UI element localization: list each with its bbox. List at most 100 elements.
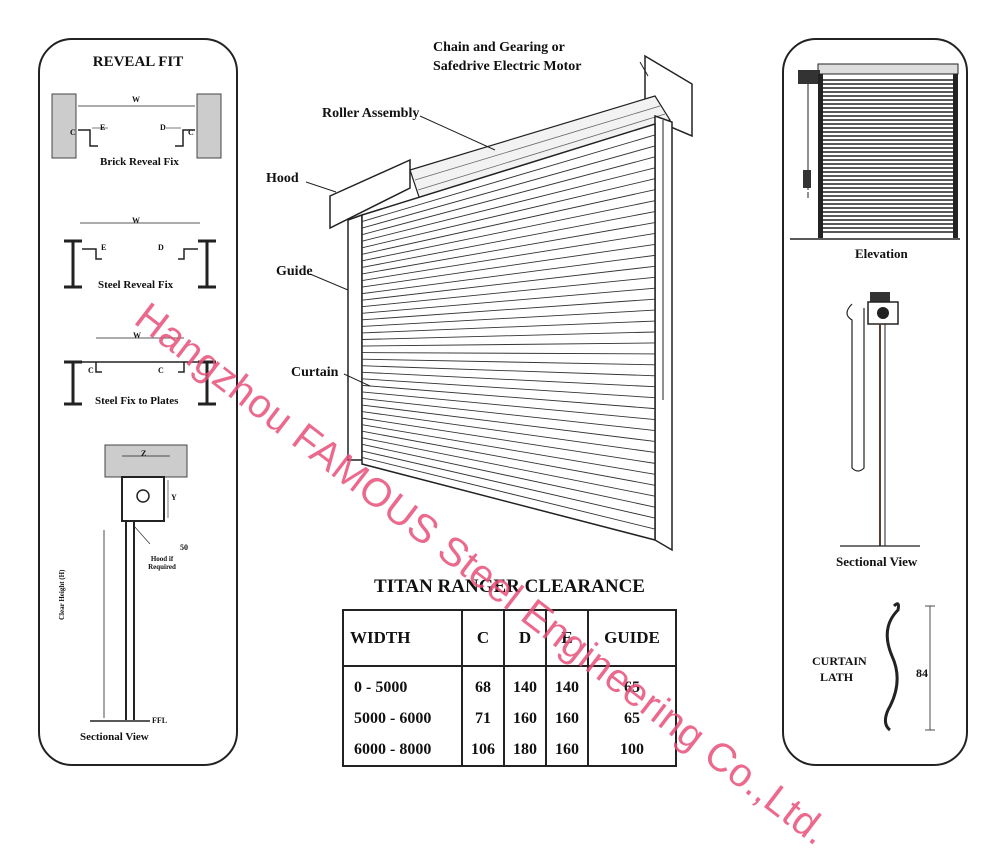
right-sectional-label: Sectional View — [836, 554, 918, 569]
cell-width: 6000 - 8000 — [343, 734, 463, 766]
cell-e: 140 — [546, 666, 589, 703]
cell-width: 0 - 5000 — [343, 666, 463, 703]
brick-e-label: E — [100, 123, 106, 132]
curtain-slat — [361, 167, 656, 242]
cell-c: 68 — [462, 666, 505, 703]
curtain-slat — [361, 443, 656, 508]
table-row: 6000 - 8000 106 180 160 100 — [343, 734, 676, 766]
brick-d-label: D — [160, 123, 166, 132]
curtain-label: Curtain — [291, 365, 339, 380]
curtain-slat — [361, 243, 656, 288]
header-e: E — [546, 610, 589, 667]
curtain-slat — [361, 200, 656, 262]
steel-plates-diagram — [64, 337, 216, 406]
curtain-slat — [361, 222, 656, 275]
header-guide: GUIDE — [588, 610, 676, 667]
curtain-slat — [361, 378, 656, 399]
roller-shutter-drawing — [305, 54, 693, 552]
curtain-slat — [361, 265, 656, 301]
curtain-lath-label-2: LATH — [820, 670, 854, 684]
elevation-label: Elevation — [855, 246, 908, 261]
left-sectional-diagram — [90, 444, 188, 722]
curtain-lath-label-1: CURTAIN — [812, 654, 867, 668]
curtain-slat — [361, 189, 656, 255]
curtain-slat — [361, 298, 656, 321]
curtain-slat — [361, 450, 656, 519]
curtain-slat — [361, 331, 656, 340]
curtain-slat — [361, 352, 656, 355]
reveal-fit-title: REVEAL FIT — [92, 54, 184, 70]
lath-dimension-label: 84 — [916, 666, 928, 680]
steel-d-label: D — [158, 243, 164, 252]
curtain-slat — [361, 391, 656, 421]
brick-c-label-left: C — [70, 128, 76, 137]
steel-reveal-diagram — [64, 222, 216, 289]
curtain-slat — [361, 342, 656, 347]
left-sectional-label: Sectional View — [80, 731, 149, 743]
reveal-fit-panel — [38, 38, 238, 766]
sectional-hood-label: Hood if Required — [148, 555, 176, 571]
sectional-z-label: Z — [141, 449, 147, 458]
curtain-slat — [361, 358, 656, 366]
curtain-slat — [361, 178, 656, 249]
hood-label: Hood — [266, 171, 299, 186]
steel-w-label: W — [132, 216, 140, 225]
curtain-slat — [361, 384, 656, 410]
cell-width: 5000 - 6000 — [343, 703, 463, 734]
curtain-slat — [361, 365, 656, 377]
table-row: 0 - 5000 68 140 140 65 — [343, 666, 676, 703]
curtain-slat — [361, 276, 656, 308]
plates-label: Steel Fix to Plates — [95, 395, 179, 407]
electric-motor-label: Safedrive Electric Motor — [433, 59, 582, 74]
sectional-ffl-label: FFL — [152, 716, 168, 725]
right-sectional-diagram — [840, 292, 920, 547]
steel-reveal-label: Steel Reveal Fix — [98, 279, 174, 291]
curtain-slat — [361, 156, 656, 236]
elevation-slats — [823, 79, 953, 233]
table-row: 5000 - 6000 71 160 160 65 — [343, 703, 676, 734]
curtain-slat — [361, 145, 656, 229]
curtain-slat — [361, 254, 656, 295]
plates-c-label-right: C — [158, 366, 164, 375]
header-d: D — [504, 610, 547, 667]
cell-e: 160 — [546, 734, 589, 766]
curtain-slat — [361, 233, 656, 281]
cell-c: 71 — [462, 703, 505, 734]
steel-e-label: E — [101, 243, 107, 252]
curtain-slat — [361, 398, 656, 431]
cell-d: 160 — [504, 703, 547, 734]
curtain-slat — [361, 457, 656, 530]
cell-d: 180 — [504, 734, 547, 766]
curtain-slat — [361, 437, 656, 497]
curtain-slat — [361, 287, 656, 314]
brick-w-label: W — [132, 95, 140, 104]
sectional-y-label: Y — [171, 493, 177, 502]
curtain-slat — [361, 404, 656, 442]
header-width: WIDTH — [343, 610, 463, 667]
brick-c-label-right: C — [188, 128, 194, 137]
cell-guide: 65 — [624, 678, 640, 696]
roller-assembly-label: Roller Assembly — [322, 106, 420, 121]
curtain-slat — [361, 424, 656, 475]
cell-guide: 100 — [620, 740, 644, 758]
cell-e: 160 — [546, 703, 589, 734]
cell-c: 106 — [462, 734, 505, 766]
clearance-table: WIDTH C D E GUIDE 0 - 5000 68 140 140 65… — [342, 609, 677, 767]
curtain-slat — [361, 417, 656, 464]
curtain-slat — [361, 134, 656, 222]
cell-d: 140 — [504, 666, 547, 703]
curtain-slat — [361, 371, 656, 388]
clearance-table-title: TITAN RANGER CLEARANCE — [374, 576, 645, 597]
curtain-slat — [361, 211, 656, 268]
plates-w-label: W — [133, 331, 141, 340]
curtain-lath-profile — [883, 602, 935, 732]
plates-c-label-left: C — [88, 366, 94, 375]
curtain-slat — [361, 430, 656, 486]
elevation-diagram — [790, 63, 960, 240]
header-c: C — [462, 610, 505, 667]
sectional-clear-height-label: Clear Height (H) — [58, 569, 66, 620]
brick-reveal-label: Brick Reveal Fix — [100, 156, 179, 168]
guide-label: Guide — [276, 264, 313, 279]
curtain-slat — [361, 411, 656, 453]
cell-guide: 65 — [624, 709, 640, 727]
